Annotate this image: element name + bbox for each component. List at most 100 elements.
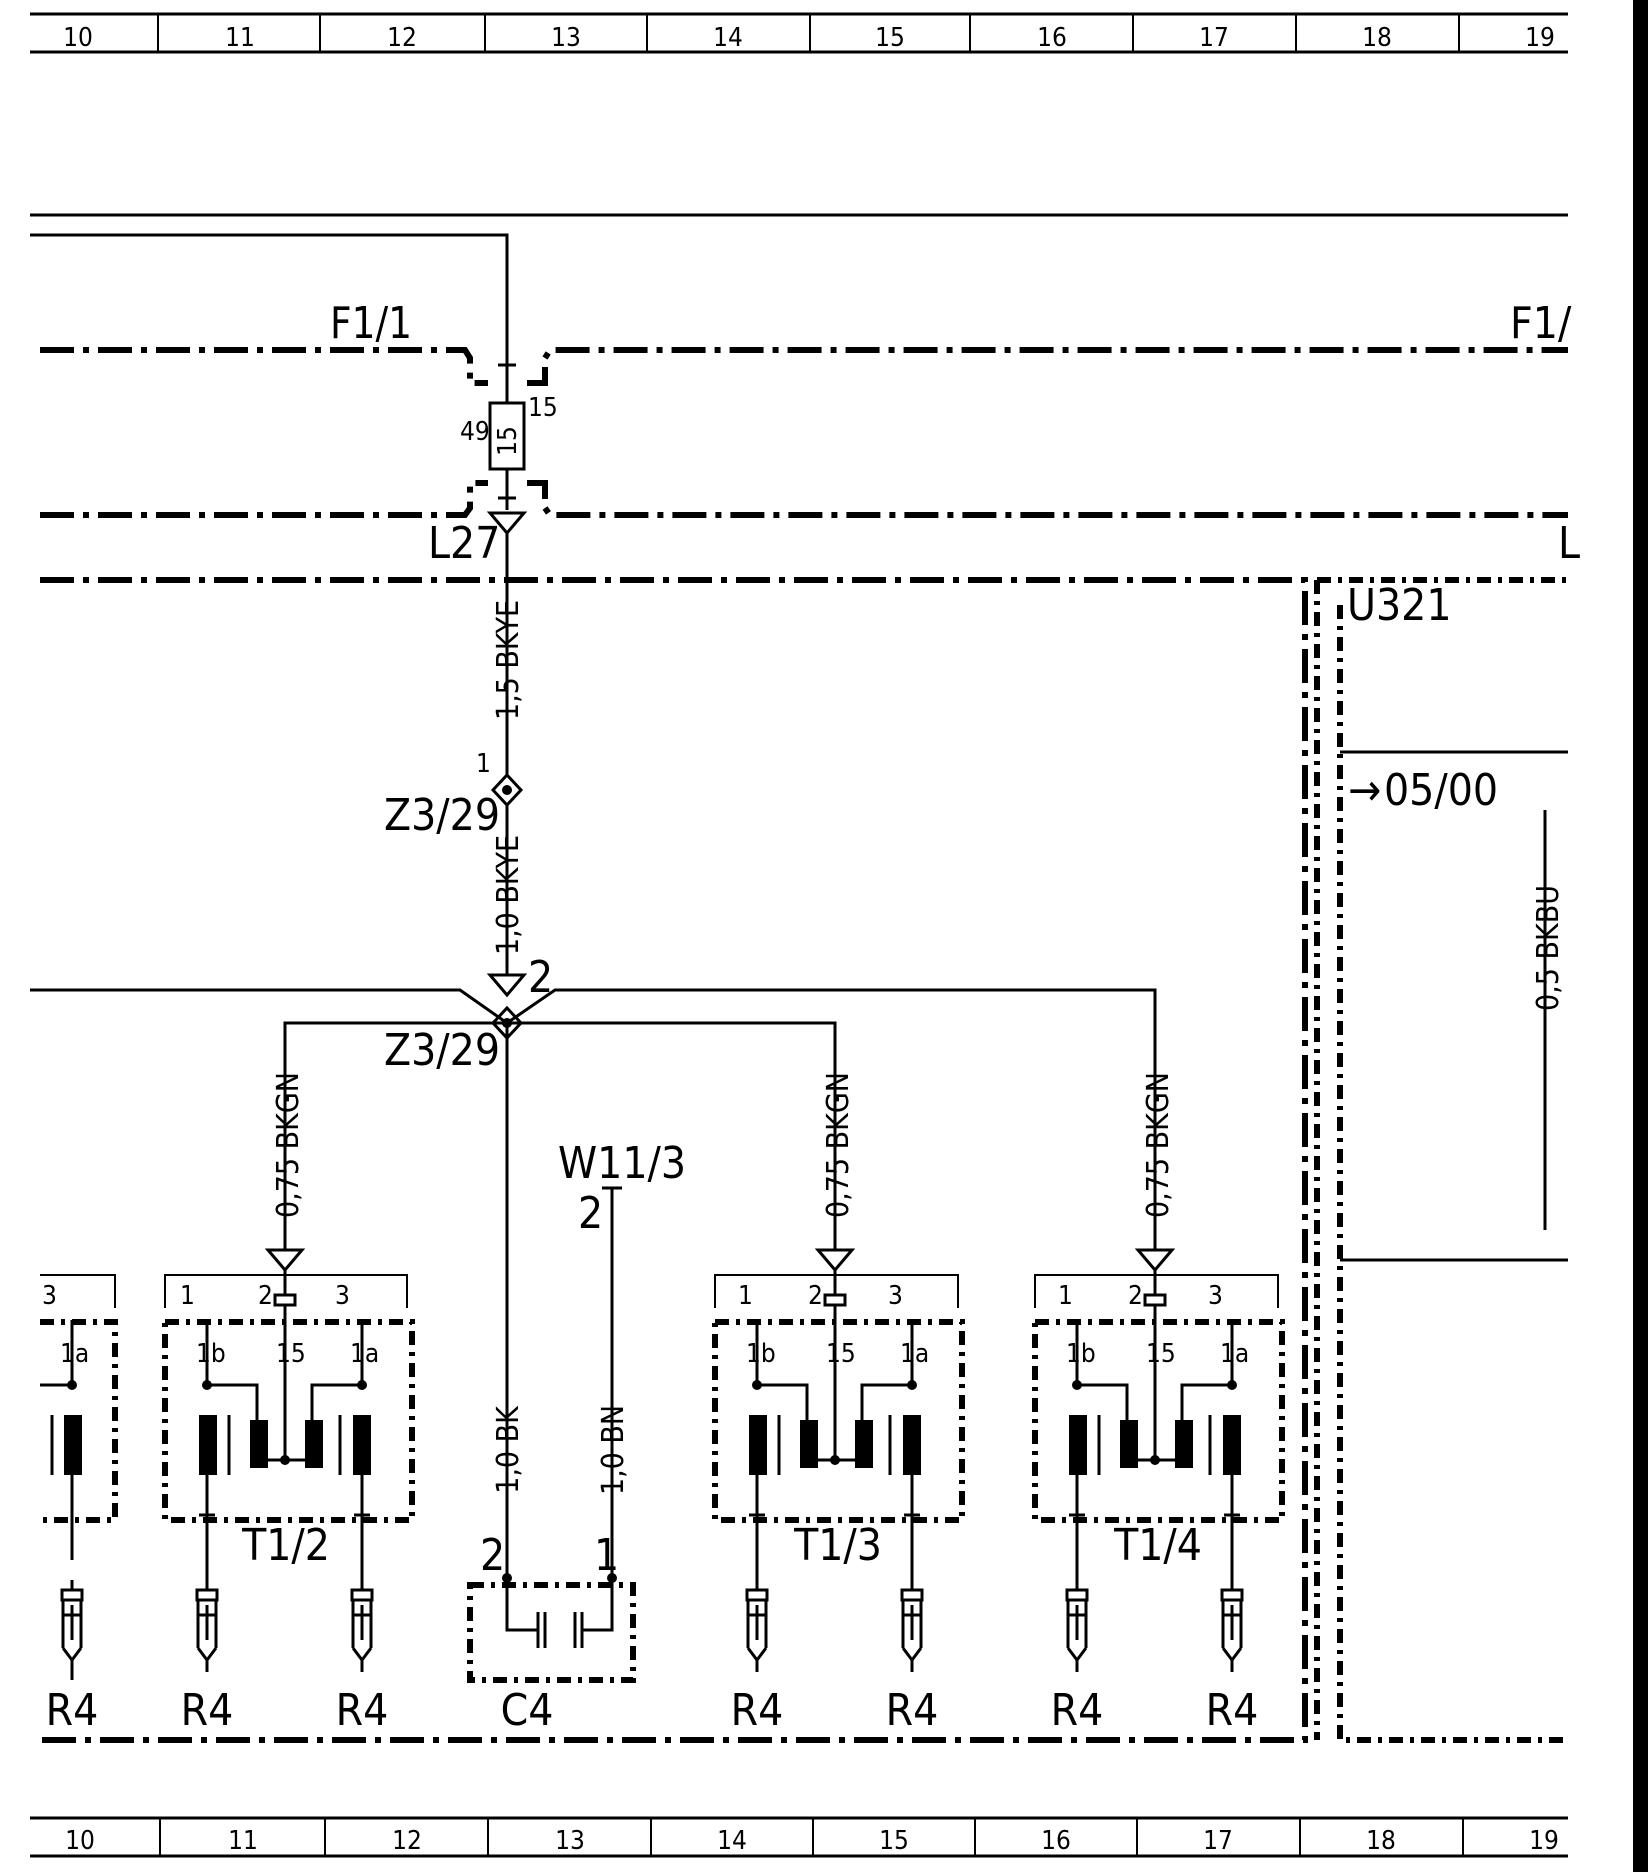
capacitor-c4-label: C4: [501, 1685, 554, 1736]
fuse-box-label-right: F1/: [1510, 298, 1572, 349]
top-col-15: 15: [875, 23, 905, 53]
coil-t1-4-pin-3: 3: [1208, 1281, 1223, 1311]
ignition-coil-t1-1-partial: [40, 1274, 118, 1680]
top-col-10: 10: [63, 23, 93, 53]
spark-plug-group: [60, 1580, 1244, 1672]
engine-harness-border: [40, 577, 1308, 1743]
spark-plug-3-label: R4: [336, 1685, 389, 1736]
coil-t1-4-pin-2: 2: [1128, 1281, 1143, 1311]
spark-plug-1-label: R4: [46, 1685, 99, 1736]
top-col-18: 18: [1362, 23, 1392, 53]
top-col-13: 13: [551, 23, 581, 53]
module-wire: [1340, 750, 1568, 1262]
trunk-wire-middle-label: 1,0 BKYE: [491, 835, 526, 955]
top-col-14: 14: [713, 23, 743, 53]
trunk-wire-upper-label: 1,5 BKYE: [491, 600, 526, 720]
distribution-wire-right: [506, 988, 1157, 1250]
coil-t1-3-pin-3: 3: [888, 1281, 903, 1311]
fuse-15a: 15: [488, 363, 526, 510]
spark-plug-5-label: R4: [886, 1685, 939, 1736]
fuse-rating-label: 15: [493, 426, 523, 456]
coil-t1-1-pin-3: 3: [42, 1281, 57, 1311]
spark-plug-7-symbol: [1220, 1580, 1244, 1672]
splice-bottom-label: Z3/29: [384, 1025, 500, 1076]
bottom-col-19: 19: [1529, 1826, 1559, 1856]
spark-plug-3-symbol: [350, 1580, 374, 1672]
bottom-col-11: 11: [228, 1826, 258, 1856]
top-col-17: 17: [1199, 23, 1229, 53]
coil-t1-3-term-15: 15: [826, 1339, 856, 1369]
fuse-terminal-in-label: 49: [460, 417, 490, 447]
coil-feed-label-t14: 0,75 BKGN: [1141, 1072, 1176, 1218]
top-col-12: 12: [387, 23, 417, 53]
coil-t1-2-pin-1: 1: [180, 1281, 195, 1311]
coil-t1-4-term-15: 15: [1146, 1339, 1176, 1369]
bottom-col-18: 18: [1366, 1826, 1396, 1856]
connector-right-label: L: [1558, 518, 1580, 569]
connector-w11-3-label: W11/3: [558, 1138, 686, 1189]
fuse-box-label-left: F1/1: [330, 298, 412, 349]
coil-t1-2-pin-2: 2: [258, 1281, 273, 1311]
coil-t1-3-term-1a: 1a: [900, 1339, 929, 1369]
bottom-col-12: 12: [392, 1826, 422, 1856]
distribution-wire-left: [30, 988, 508, 1025]
branch-wire-t12: [283, 1021, 507, 1250]
bottom-col-13: 13: [555, 1826, 585, 1856]
fuse-box-bottom-border: [40, 480, 1568, 518]
top-grid-ruler: 10 11 12 13 14 15 16 17 18 19: [30, 12, 1568, 54]
coil-t1-3-term-1b: 1b: [746, 1339, 776, 1369]
ignition-coil-t1-2: [162, 1248, 415, 1580]
fuse-box-top-border: [40, 347, 1568, 386]
spark-plug-7-label: R4: [1206, 1685, 1259, 1736]
module-u321-label: U321: [1347, 580, 1452, 631]
top-col-19: 19: [1525, 23, 1555, 53]
coil-t1-2-term-1a: 1a: [350, 1339, 379, 1369]
coil-t1-1-term-1a: 1a: [60, 1339, 89, 1369]
module-ref-arrow: →: [1348, 765, 1381, 816]
capacitor-c4: [467, 1573, 636, 1683]
bottom-col-17: 17: [1203, 1826, 1233, 1856]
coil-t1-2-term-1b: 1b: [196, 1339, 226, 1369]
bottom-col-15: 15: [879, 1826, 909, 1856]
coil-t1-3-pin-1: 1: [738, 1281, 753, 1311]
spark-plug-2-label: R4: [181, 1685, 234, 1736]
spark-plug-6-label: R4: [1051, 1685, 1104, 1736]
spark-plug-1-symbol: [60, 1580, 84, 1672]
bottom-col-14: 14: [717, 1826, 747, 1856]
coil-feed-label-t13: 0,75 BKGN: [821, 1072, 856, 1218]
capacitor-feed-label: 1,0 BN: [596, 1405, 631, 1495]
fuse-terminal-out-label: 15: [528, 393, 558, 423]
capacitor-ground-label: 1,0 BK: [491, 1405, 526, 1494]
ignition-coil-t1-4: [1032, 1248, 1285, 1580]
module-u321-border: [1314, 577, 1568, 1740]
coil-t1-4-term-1a: 1a: [1220, 1339, 1249, 1369]
coil-t1-4-pin-1: 1: [1058, 1281, 1073, 1311]
coil-t1-3-pin-2: 2: [808, 1281, 823, 1311]
spark-plug-2-symbol: [195, 1580, 219, 1672]
module-wire-label: 0,5 BKBU: [1531, 885, 1566, 1011]
bottom-col-16: 16: [1041, 1826, 1071, 1856]
bottom-col-10: 10: [65, 1826, 95, 1856]
top-col-16: 16: [1037, 23, 1067, 53]
page-border-bar: [1633, 0, 1648, 1872]
connector-l27-symbol: [486, 511, 528, 536]
module-ref-label: 05/00: [1384, 765, 1498, 816]
capacitor-pin-left: 2: [480, 1530, 505, 1581]
coil-t1-4-term-1b: 1b: [1066, 1339, 1096, 1369]
splice-top-label: Z3/29: [384, 790, 500, 841]
coil-t1-2-pin-3: 3: [335, 1281, 350, 1311]
spark-plug-6-symbol: [1065, 1580, 1089, 1672]
branch-wire-t13: [507, 1021, 837, 1250]
spark-plug-4-symbol: [745, 1580, 769, 1672]
top-col-11: 11: [225, 23, 255, 53]
splice-bottom-arrow: [486, 973, 528, 998]
coil-t1-2-term-15: 15: [276, 1339, 306, 1369]
spark-plug-5-symbol: [900, 1580, 924, 1672]
coil-t1-4-label: T1/4: [1113, 1520, 1202, 1571]
spark-plug-4-label: R4: [731, 1685, 784, 1736]
capacitor-pin-right: 1: [594, 1530, 619, 1581]
coil-feed-label-t12: 0,75 BKGN: [271, 1072, 306, 1218]
connector-l27-label: L27: [428, 518, 500, 569]
module-u321-inner-border: [1337, 605, 1568, 1743]
